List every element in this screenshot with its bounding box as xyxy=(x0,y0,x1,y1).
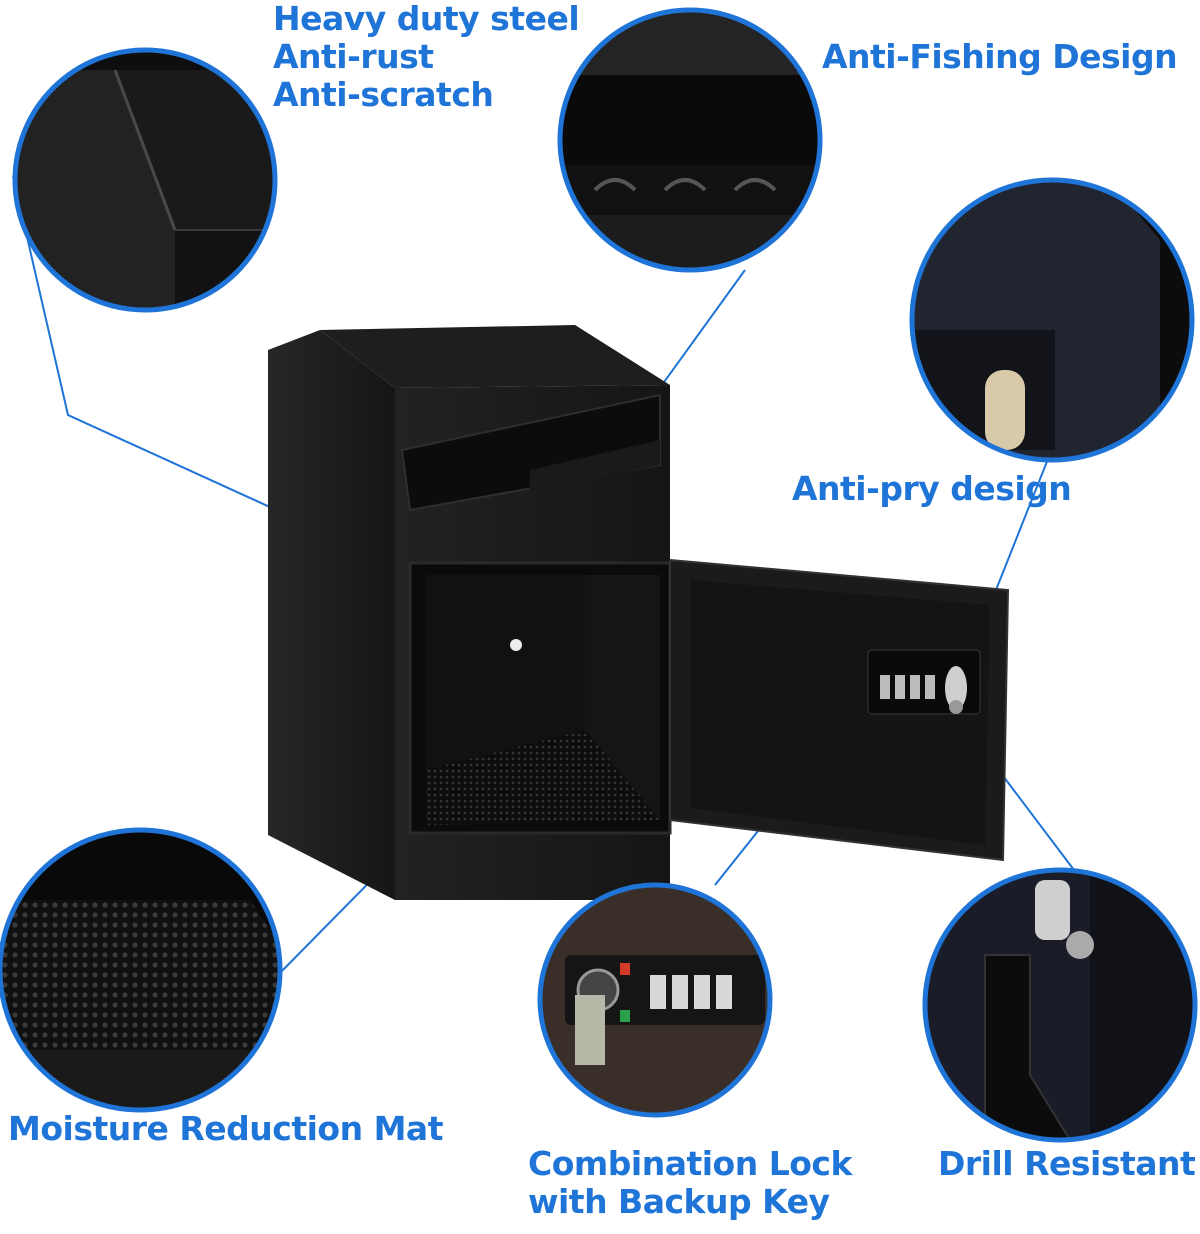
zoom-steel xyxy=(12,47,278,313)
connector-pry xyxy=(989,458,1049,606)
zoom-fishing xyxy=(557,7,823,273)
label-combo-line2: with Backup Key xyxy=(528,1181,830,1221)
compartment-mat xyxy=(425,730,660,825)
label-anti-pry: Anti-pry design xyxy=(792,469,1072,508)
zoom-mat xyxy=(0,827,283,1113)
label-drill-resistant: Drill Resistant xyxy=(938,1144,1196,1183)
label-combo-line1: Combination Lock xyxy=(528,1144,852,1183)
door-combo-lock xyxy=(867,649,981,715)
mailbox-side xyxy=(268,330,395,900)
label-anti-fishing: Anti-Fishing Design xyxy=(822,37,1178,76)
connector-steel xyxy=(12,175,284,514)
label-moisture-mat: Moisture Reduction Mat xyxy=(8,1109,443,1148)
label-steel: Heavy duty steel Anti-rust Anti-scratch xyxy=(273,0,580,114)
mailbox xyxy=(268,325,1010,900)
label-steel-line2: Anti-rust xyxy=(273,36,434,76)
zoom-drill xyxy=(922,867,1198,1143)
label-combination-lock: Combination Lock with Backup Key xyxy=(528,1145,852,1221)
mailbox-lid xyxy=(320,325,670,388)
zoom-pry xyxy=(909,177,1195,463)
label-steel-line3: Anti-scratch xyxy=(273,74,494,114)
zoom-combo xyxy=(537,882,773,1118)
label-steel-line1: Heavy duty steel xyxy=(273,0,580,38)
